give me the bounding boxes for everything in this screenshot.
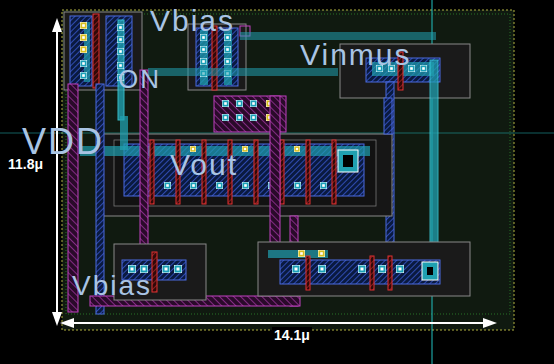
pin-label: Vbias <box>150 6 235 36</box>
pin-label: Vinmus <box>300 40 412 70</box>
pin-label: Vout <box>170 150 238 180</box>
pin-label: Vbias <box>72 272 152 300</box>
pin-label: VDD <box>22 124 104 160</box>
dimension-label: 14.1μ <box>272 327 312 343</box>
dimension-label: 11.8μ <box>6 156 45 172</box>
pin-label: ON <box>118 66 161 92</box>
